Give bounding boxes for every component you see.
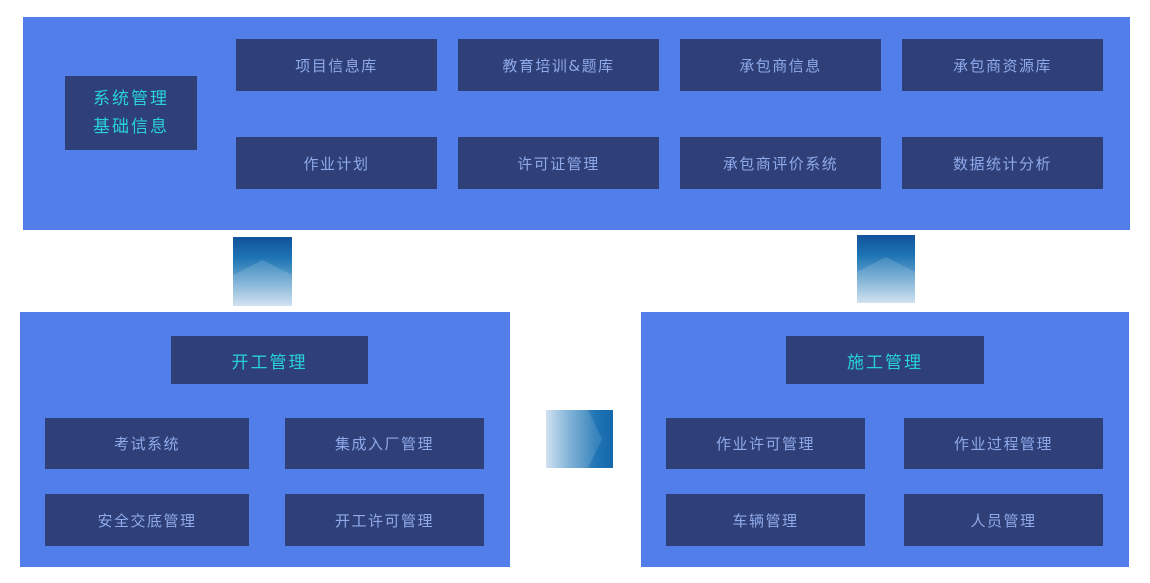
connector-right-arrow-middle xyxy=(546,410,613,468)
module-exam-system: 考试系统 xyxy=(45,418,249,469)
module-contractor-resource-library: 承包商资源库 xyxy=(902,39,1103,91)
module-label: 开工许可管理 xyxy=(334,511,434,530)
module-contractor-evaluation-system: 承包商评价系统 xyxy=(680,137,881,189)
module-label: 项目信息库 xyxy=(295,56,378,75)
module-start-work-permit-management: 开工许可管理 xyxy=(285,494,484,546)
module-safety-disclosure-management: 安全交底管理 xyxy=(45,494,249,546)
module-contractor-info: 承包商信息 xyxy=(680,39,881,91)
start-work-management-header: 开工管理 xyxy=(171,336,368,384)
module-label: 作业许可管理 xyxy=(715,435,815,453)
module-label: 集成入厂管理 xyxy=(334,435,434,453)
module-work-process-management: 作业过程管理 xyxy=(904,418,1103,469)
module-label: 人员管理 xyxy=(970,511,1037,530)
connector-up-arrow-right xyxy=(857,235,915,303)
panel-title: 施工管理 xyxy=(847,352,923,373)
connector-up-arrow-left xyxy=(233,237,292,306)
module-vehicle-management: 车辆管理 xyxy=(666,494,865,546)
module-label: 许可证管理 xyxy=(517,154,600,173)
side-label-line2: 基础信息 xyxy=(93,117,169,137)
module-project-info-library: 项目信息库 xyxy=(236,39,437,91)
module-label: 数据统计分析 xyxy=(952,154,1052,173)
module-label: 教育培训&题库 xyxy=(502,56,615,75)
module-personnel-management: 人员管理 xyxy=(904,494,1103,546)
module-license-management: 许可证管理 xyxy=(458,137,659,189)
module-label: 安全交底管理 xyxy=(97,511,197,530)
module-label: 承包商评价系统 xyxy=(722,154,839,173)
module-data-statistics-analysis: 数据统计分析 xyxy=(902,137,1103,189)
module-label: 作业过程管理 xyxy=(953,435,1053,453)
module-label: 考试系统 xyxy=(113,435,180,453)
system-management-base-info-label: 系统管理 基础信息 xyxy=(65,76,197,150)
module-label: 车辆管理 xyxy=(732,511,799,530)
module-education-training-question-bank: 教育培训&题库 xyxy=(458,39,659,91)
module-work-permit-management: 作业许可管理 xyxy=(666,418,865,469)
module-work-plan: 作业计划 xyxy=(236,137,437,189)
module-label: 承包商信息 xyxy=(739,56,822,75)
panel-title: 开工管理 xyxy=(231,352,308,373)
module-integrated-factory-entry-management: 集成入厂管理 xyxy=(285,418,484,469)
construction-management-header: 施工管理 xyxy=(786,336,984,384)
module-label: 承包商资源库 xyxy=(952,56,1052,75)
module-label: 作业计划 xyxy=(303,154,370,173)
side-label-line1: 系统管理 xyxy=(93,88,169,109)
